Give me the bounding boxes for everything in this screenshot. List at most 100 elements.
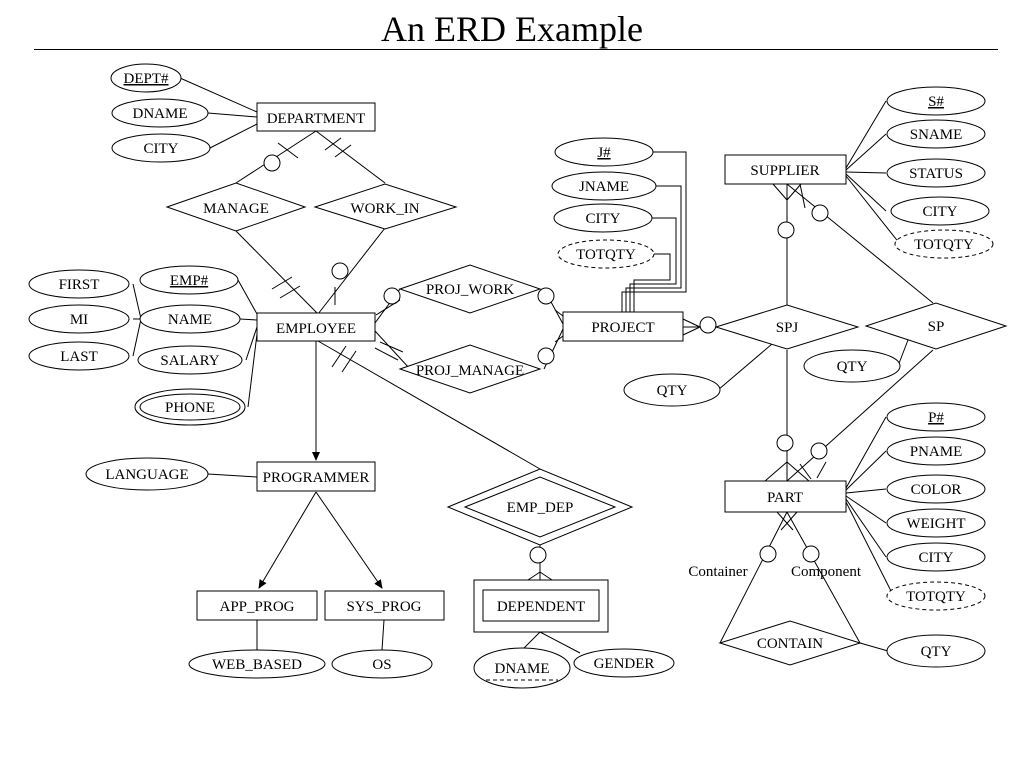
attribute-proj-j-no: J# (554, 137, 654, 167)
svg-text:EMP#: EMP# (170, 273, 209, 289)
connector-lines (132, 77, 934, 654)
optional-circle-icon (776, 434, 794, 452)
optional-circle-icon (802, 545, 820, 563)
entity-sys-prog: SYS_PROG (324, 590, 445, 621)
relationship-proj-manage: PROJ_MANAGE (398, 344, 542, 394)
attribute-proj-city: CITY (553, 203, 653, 233)
attribute-prog-language: LANGUAGE (85, 457, 209, 491)
optional-circle-icon (811, 204, 829, 222)
svg-text:SP: SP (928, 319, 945, 335)
svg-text:WORK_IN: WORK_IN (350, 201, 419, 217)
svg-text:PROJ_MANAGE: PROJ_MANAGE (416, 363, 524, 379)
svg-text:OS: OS (372, 657, 391, 673)
attribute-part-pname: PNAME (886, 436, 986, 466)
svg-text:SPJ: SPJ (776, 320, 799, 336)
svg-text:TOTQTY: TOTQTY (576, 247, 636, 263)
svg-text:CITY: CITY (144, 141, 179, 157)
svg-text:CITY: CITY (919, 550, 954, 566)
attribute-part-weight: WEIGHT (886, 508, 986, 538)
entity-part: PART (724, 480, 847, 513)
attribute-part-city: CITY (886, 542, 986, 572)
relationship-contain: CONTAIN (718, 620, 862, 666)
svg-text:MANAGE: MANAGE (203, 201, 269, 217)
attribute-sup-status: STATUS (886, 158, 986, 188)
attribute-part-p-no: P# (886, 402, 986, 432)
svg-text:MI: MI (70, 312, 88, 328)
svg-text:PROJ_WORK: PROJ_WORK (426, 282, 515, 298)
attribute-contain-qty: QTY (886, 634, 986, 668)
svg-text:S#: S# (928, 94, 944, 110)
optional-circle-icon (537, 287, 555, 305)
optional-circle-icon (810, 442, 828, 460)
svg-text:QTY: QTY (657, 383, 688, 399)
svg-text:SYS_PROG: SYS_PROG (346, 599, 421, 615)
attribute-sup-s-no: S# (886, 86, 986, 116)
relationship-proj-work: PROJ_WORK (398, 264, 542, 314)
attribute-dept-city: CITY (111, 133, 211, 163)
svg-text:LAST: LAST (60, 349, 98, 365)
optional-circle-icon (263, 154, 281, 172)
svg-text:GENDER: GENDER (594, 656, 655, 672)
optional-circle-icon (383, 287, 401, 305)
relationship-work-in: WORK_IN (313, 183, 458, 230)
svg-text:CONTAIN: CONTAIN (757, 636, 823, 652)
svg-text:COLOR: COLOR (911, 482, 962, 498)
svg-text:TOTQTY: TOTQTY (914, 237, 974, 253)
attribute-app-web-based: WEB_BASED (188, 649, 326, 679)
svg-text:DEPENDENT: DEPENDENT (497, 599, 585, 615)
svg-text:PNAME: PNAME (910, 444, 963, 460)
entity-programmer: PROGRAMMER (256, 461, 376, 492)
attribute-spj-qty: QTY (623, 373, 721, 407)
relationship-emp-dep: EMP_DEP (446, 468, 634, 546)
svg-text:WEIGHT: WEIGHT (906, 516, 965, 532)
optional-circle-icon (759, 545, 777, 563)
attribute-dep-dname: DNAME (473, 647, 571, 689)
svg-text:PROGRAMMER: PROGRAMMER (263, 470, 370, 486)
attribute-sys-os: OS (331, 649, 433, 679)
svg-text:STATUS: STATUS (909, 166, 963, 182)
optional-circle-icon (777, 221, 795, 239)
svg-text:NAME: NAME (168, 312, 212, 328)
svg-text:DNAME: DNAME (495, 661, 550, 677)
svg-text:APP_PROG: APP_PROG (219, 599, 294, 615)
svg-text:EMPLOYEE: EMPLOYEE (276, 321, 356, 337)
attribute-emp-first: FIRST (28, 269, 130, 299)
svg-text:PART: PART (767, 490, 803, 506)
svg-text:FIRST: FIRST (59, 277, 100, 293)
svg-text:LANGUAGE: LANGUAGE (105, 467, 188, 483)
attribute-part-totqty: TOTQTY (886, 581, 986, 611)
svg-text:DEPARTMENT: DEPARTMENT (267, 111, 366, 127)
svg-text:QTY: QTY (921, 644, 952, 660)
attribute-emp-phone: PHONE (134, 388, 246, 426)
relationship-spj: SPJ (714, 304, 860, 350)
optional-circle-icon (537, 347, 555, 365)
svg-text:CITY: CITY (923, 204, 958, 220)
svg-text:JNAME: JNAME (579, 179, 629, 195)
entity-supplier: SUPPLIER (724, 154, 847, 185)
svg-text:WEB_BASED: WEB_BASED (212, 657, 302, 673)
role-label-container: Container (688, 564, 747, 580)
entity-dependent: DEPENDENT (473, 579, 609, 633)
svg-text:DEPT#: DEPT# (124, 71, 170, 87)
cardinality-marks (263, 137, 829, 564)
attribute-emp-name: NAME (139, 304, 241, 334)
entity-project: PROJECT (562, 311, 684, 342)
page-title: An ERD Example (381, 9, 643, 49)
attribute-sup-city: CITY (890, 196, 990, 226)
title-divider (34, 49, 998, 50)
attribute-dep-gender: GENDER (573, 648, 675, 678)
svg-text:PROJECT: PROJECT (591, 320, 654, 336)
svg-text:QTY: QTY (837, 359, 868, 375)
svg-text:P#: P# (928, 410, 944, 426)
entity-app-prog: APP_PROG (196, 590, 318, 621)
attribute-sp-qty: QTY (803, 349, 901, 383)
svg-text:DNAME: DNAME (133, 106, 188, 122)
relationship-sp: SP (864, 302, 1008, 350)
attribute-sup-sname: SNAME (886, 119, 986, 149)
attribute-proj-totqty: TOTQTY (557, 239, 655, 269)
attribute-part-color: COLOR (886, 474, 986, 504)
svg-text:SNAME: SNAME (910, 127, 963, 143)
attribute-emp-no: EMP# (139, 265, 239, 295)
svg-text:PHONE: PHONE (165, 400, 215, 416)
